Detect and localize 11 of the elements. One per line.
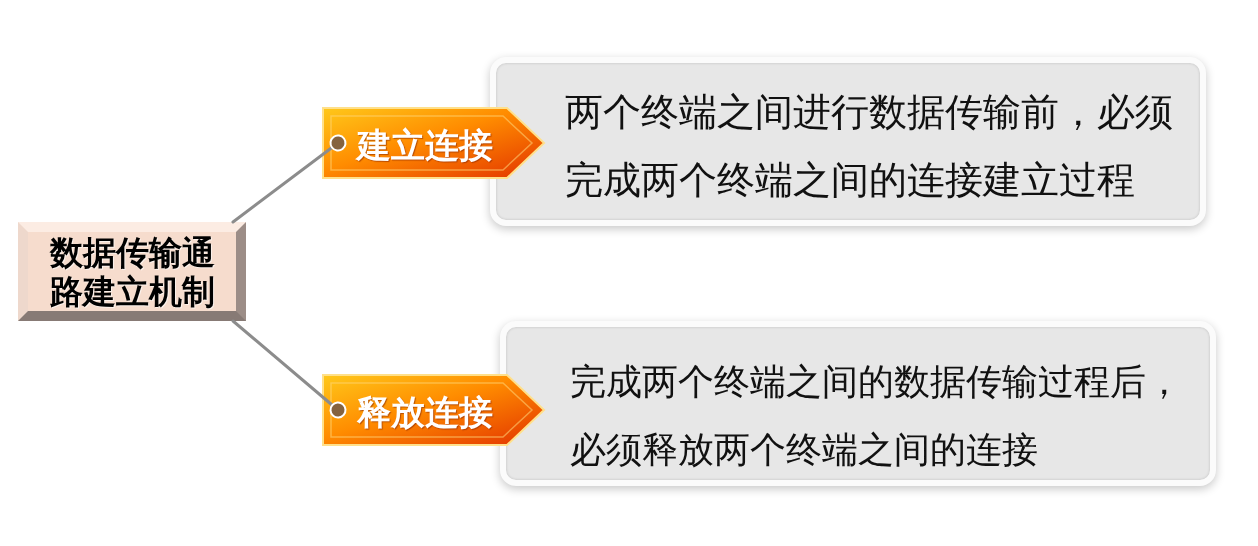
panel-text: 两个终端之间进行数据传输前，必须完成两个终端之间的连接建立过程 [565, 89, 1174, 204]
arrow-tag [322, 107, 546, 179]
arrow-tag [322, 374, 546, 446]
text-panel [500, 321, 1216, 486]
panel-text: 完成两个终端之间的数据传输过程后，必须释放两个终端之间的连接 [570, 360, 1183, 472]
beveled-box [18, 222, 246, 321]
box-label: 数据传输通路建立机制 [48, 232, 216, 311]
connector-line [231, 319, 347, 419]
tag-label: 建立连接 [357, 125, 493, 166]
connector-line [231, 134, 347, 224]
tag-label: 释放连接 [357, 392, 493, 433]
